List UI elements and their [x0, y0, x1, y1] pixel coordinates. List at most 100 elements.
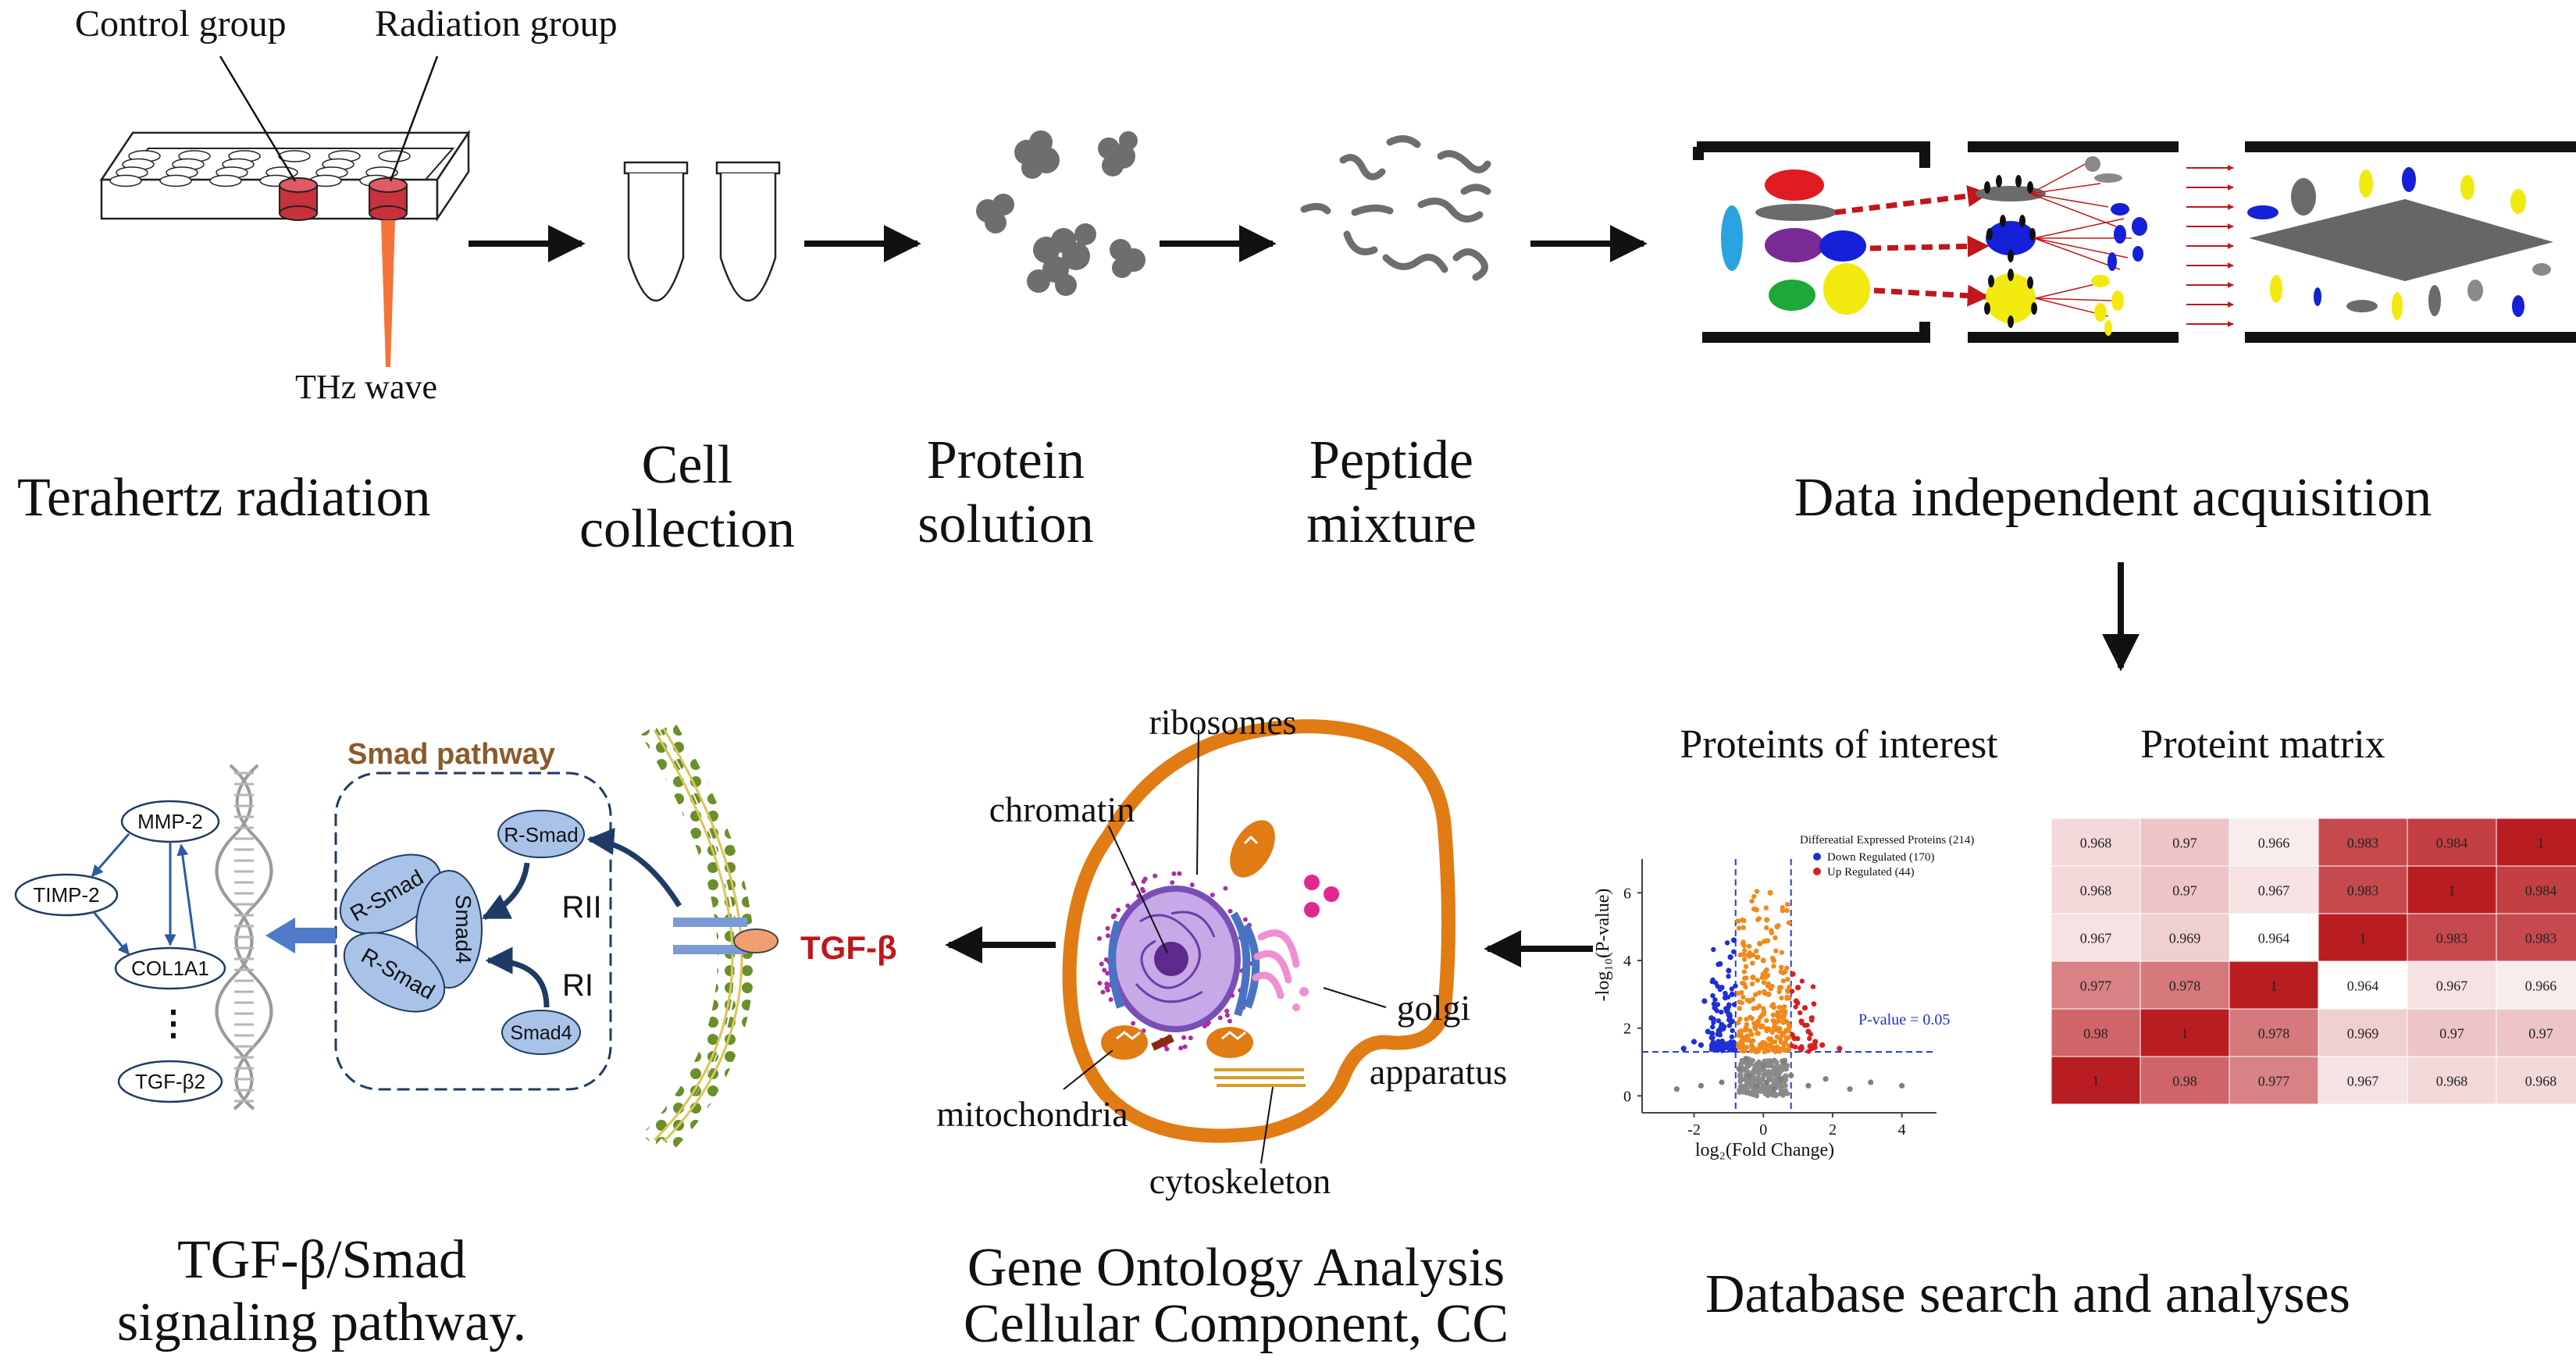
volcano-point — [1726, 974, 1731, 979]
x-tick-label: 4 — [1898, 1121, 1906, 1139]
heatmap-value: 0.98 — [2083, 1026, 2108, 1042]
volcano-point — [1786, 1035, 1792, 1040]
volcano-point — [1756, 1071, 1762, 1077]
ribosome-dot — [1206, 1020, 1211, 1025]
volcano-point — [1755, 917, 1761, 922]
ribosome-dot — [1182, 1044, 1188, 1050]
volcano-point — [1777, 1082, 1783, 1089]
volcano-point — [1737, 1016, 1743, 1022]
volcano-point — [1724, 1008, 1730, 1014]
well-icon — [159, 174, 192, 187]
gene-ellipsis: ⋮ — [156, 1004, 191, 1042]
volcano-point — [1797, 1010, 1803, 1016]
y-tick-label: 0 — [1623, 1088, 1631, 1105]
volcano-point — [1777, 985, 1784, 991]
dia-label: Data independent acquisition — [1794, 468, 2432, 528]
radiation-well — [369, 177, 408, 221]
volcano-point — [1740, 941, 1746, 946]
volcano-point — [1710, 993, 1716, 999]
svg-text:Smad4: Smad4 — [510, 1022, 572, 1044]
heatmap-value: 1 — [2182, 1026, 2189, 1042]
heatmap-value: 0.967 — [2436, 978, 2468, 994]
volcano-point — [1743, 1025, 1749, 1032]
volcano-point — [1773, 948, 1779, 953]
heatmap-value: 0.968 — [2080, 836, 2112, 851]
heatmap-value: 0.978 — [2258, 1026, 2290, 1042]
ribosome-dot — [1217, 1015, 1223, 1021]
volcano-point — [1709, 1031, 1715, 1036]
ribosome-dot — [1227, 1018, 1232, 1024]
ribosome-dot — [1140, 886, 1145, 892]
volcano-point — [1767, 889, 1773, 896]
volcano-point — [1764, 1079, 1770, 1085]
volcano-point — [1760, 957, 1766, 964]
volcano-point — [1750, 1057, 1755, 1064]
volcano-point — [1779, 950, 1785, 955]
col1a1-to-mmp2-arrow — [176, 843, 197, 950]
volcano-point — [1770, 1072, 1776, 1078]
volcano-point — [1735, 1020, 1741, 1025]
heatmap-value: 0.966 — [2258, 836, 2290, 851]
heatmap-value: 0.977 — [2080, 978, 2112, 994]
ribosome-dot — [1170, 880, 1175, 886]
volcano-point — [1799, 978, 1805, 984]
control-group-label: Control group — [75, 3, 287, 45]
volcano-point — [1772, 1067, 1778, 1073]
volcano-point — [1780, 1032, 1786, 1038]
heatmap-cell — [2318, 960, 2408, 1010]
volcano-point — [1783, 1082, 1788, 1089]
volcano-point — [1737, 952, 1744, 957]
volcano-point — [1736, 925, 1742, 931]
thz-wave-label: THz wave — [295, 368, 437, 406]
volcano-point — [1718, 1046, 1723, 1052]
volcano-point — [1719, 1079, 1725, 1085]
volcano-legend-down: Down Regulated (170) — [1827, 851, 1934, 864]
volcano-point — [1731, 1039, 1737, 1045]
volcano-point — [1738, 1061, 1744, 1067]
svg-text:Smad4: Smad4 — [451, 895, 476, 964]
heatmap-cell — [2407, 913, 2497, 962]
volcano-point — [1741, 969, 1748, 975]
volcano-point — [1741, 957, 1748, 962]
volcano-point — [1719, 985, 1725, 991]
big-blue-arrow — [265, 918, 336, 953]
volcano-point — [1711, 946, 1716, 953]
volcano-point — [1780, 1046, 1786, 1052]
heatmap-cell — [2050, 913, 2141, 962]
volcano-point — [1744, 1017, 1749, 1022]
volcano-threshold-label: P-value = 0.05 — [1858, 1011, 1950, 1028]
heatmap-value: 1 — [2271, 978, 2278, 994]
heatmap-cell — [2050, 1056, 2141, 1105]
well-icon — [109, 174, 142, 187]
volcano-point — [1780, 1020, 1786, 1025]
svg-text:COL1A1: COL1A1 — [131, 957, 209, 980]
heatmap-value: 1 — [2449, 883, 2456, 899]
protein-blobs-icon — [976, 130, 1145, 296]
ribosome-dot — [1097, 936, 1103, 941]
x-tick-label: 2 — [1829, 1121, 1837, 1139]
ribosome-dot — [1110, 913, 1116, 918]
gene-mmp2-node: MMP-2 — [120, 800, 220, 843]
volcano-point — [1744, 1077, 1750, 1082]
volcano-point — [1754, 889, 1760, 894]
dna-helix — [215, 764, 273, 1110]
heatmap-cell — [2496, 913, 2576, 962]
heatmap-cell — [2496, 865, 2576, 914]
volcano-point — [1673, 1086, 1680, 1092]
volcano-point — [1724, 1042, 1730, 1048]
volcano-point — [1769, 983, 1775, 989]
heatmap-value: 0.967 — [2080, 931, 2112, 946]
volcano-point — [1764, 1028, 1769, 1034]
volcano-point — [1741, 1048, 1748, 1053]
volcano-point — [1708, 1015, 1715, 1021]
cell-membrane-bilayer — [640, 725, 736, 1146]
well-icon — [209, 174, 242, 187]
heatmap-value: 0.97 — [2528, 1026, 2553, 1042]
volcano-point — [1709, 978, 1716, 985]
legend-swatch-up — [1813, 868, 1821, 875]
volcano-point — [1739, 1000, 1744, 1006]
volcano-point — [1801, 1005, 1808, 1011]
thz-beam — [381, 220, 395, 367]
heatmap-cell — [2407, 960, 2497, 1010]
volcano-point — [1805, 1028, 1812, 1035]
